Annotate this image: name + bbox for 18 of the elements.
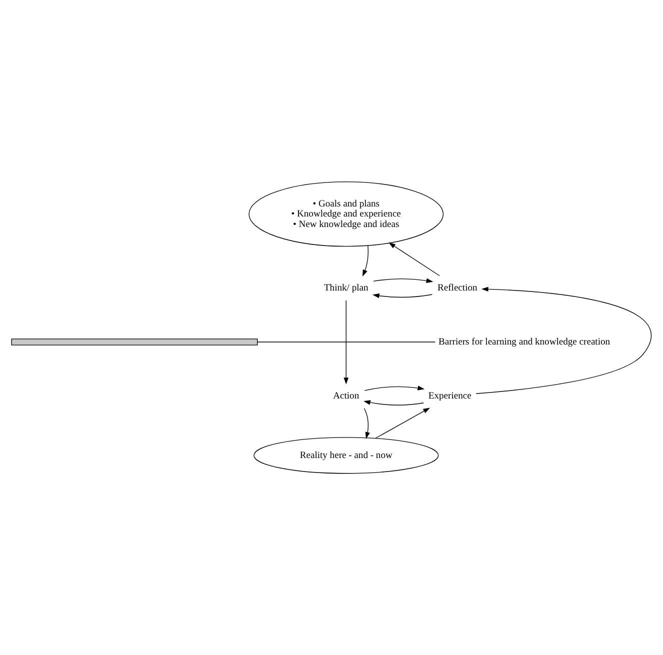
node-text: Reflection: [438, 282, 478, 294]
node-ellipse: • Goals and plans • Knowledge and experience • New knowledge and ideas: [248, 181, 444, 247]
arrow: [344, 300, 349, 384]
arrow: [373, 278, 434, 284]
arrow: [364, 386, 425, 391]
node-ellipse: Reality here - and - now: [254, 437, 439, 474]
node-bar: [11, 338, 258, 346]
node-text: Action: [333, 390, 360, 402]
arrow: [364, 408, 370, 439]
arrow: [372, 293, 432, 298]
arrow: [362, 245, 368, 277]
arrow: [388, 242, 440, 276]
arrow: [476, 286, 652, 394]
arrow: [364, 400, 424, 406]
arrow: [374, 408, 430, 439]
node-text: Barriers for learning and knowledge creation: [438, 336, 610, 348]
node-text: Experience: [428, 390, 472, 402]
node-text: Think/ plan: [324, 282, 368, 294]
